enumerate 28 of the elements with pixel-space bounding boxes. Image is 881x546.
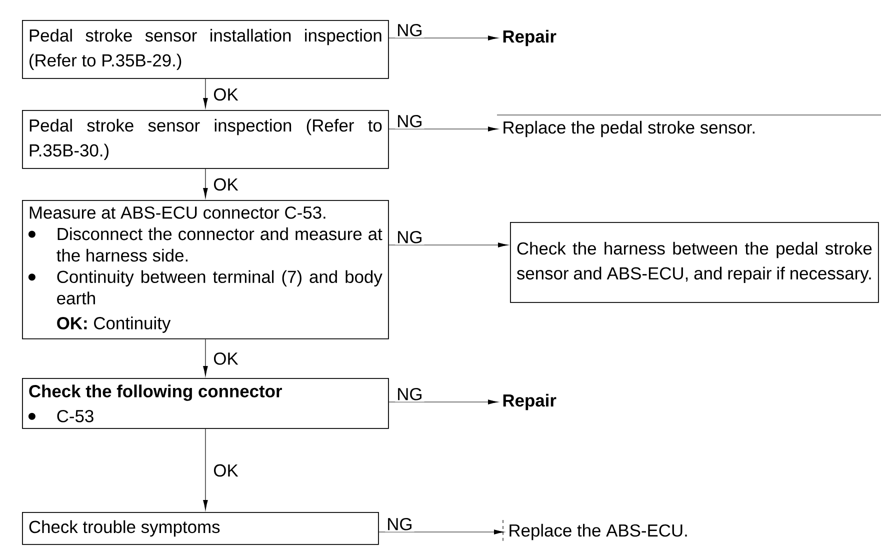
arrow <box>203 428 208 510</box>
process-box: Measure at ABS-ECU connector C-53. Disconnect the connector and measure at the harness side. Continuity between terminal (7) and body earth OK: Continuity <box>22 200 389 340</box>
process-box: Check trouble symptoms <box>22 512 379 545</box>
result-text: Replace the ABS-ECU. <box>510 524 687 540</box>
arrow <box>378 530 504 534</box>
arrow <box>388 242 508 248</box>
process-box: Check the following connector C-53 <box>22 378 389 429</box>
result-text: Replace the pedal stroke sensor. <box>504 120 754 138</box>
edge-label: NG <box>395 229 424 245</box>
edge-label: NG <box>385 516 414 532</box>
edge-label: NG <box>395 113 424 129</box>
edge-label: OK <box>212 350 240 366</box>
arrow <box>203 168 208 198</box>
process-box: Check the harness between the pedal stroke sensor and ABS-ECU, and repair if necessary. <box>510 222 879 303</box>
arrow <box>203 78 208 108</box>
arrow <box>203 338 208 376</box>
arrow <box>388 126 498 132</box>
edge-label: NG <box>395 22 424 38</box>
arrow <box>388 36 498 40</box>
edge-label: OK <box>212 176 240 192</box>
result-text: Repair <box>503 394 556 410</box>
edge-label: NG <box>395 386 424 402</box>
process-box: Pedal stroke sensor installation inspection (Refer to P.35B-29.) <box>22 20 389 79</box>
arrow <box>388 400 498 404</box>
edge-label: OK <box>212 86 240 102</box>
process-box: Pedal stroke sensor inspection (Refer to P.35B-30.) <box>22 110 389 169</box>
edge-label: OK <box>212 462 240 478</box>
result-text: Repair <box>503 30 556 46</box>
